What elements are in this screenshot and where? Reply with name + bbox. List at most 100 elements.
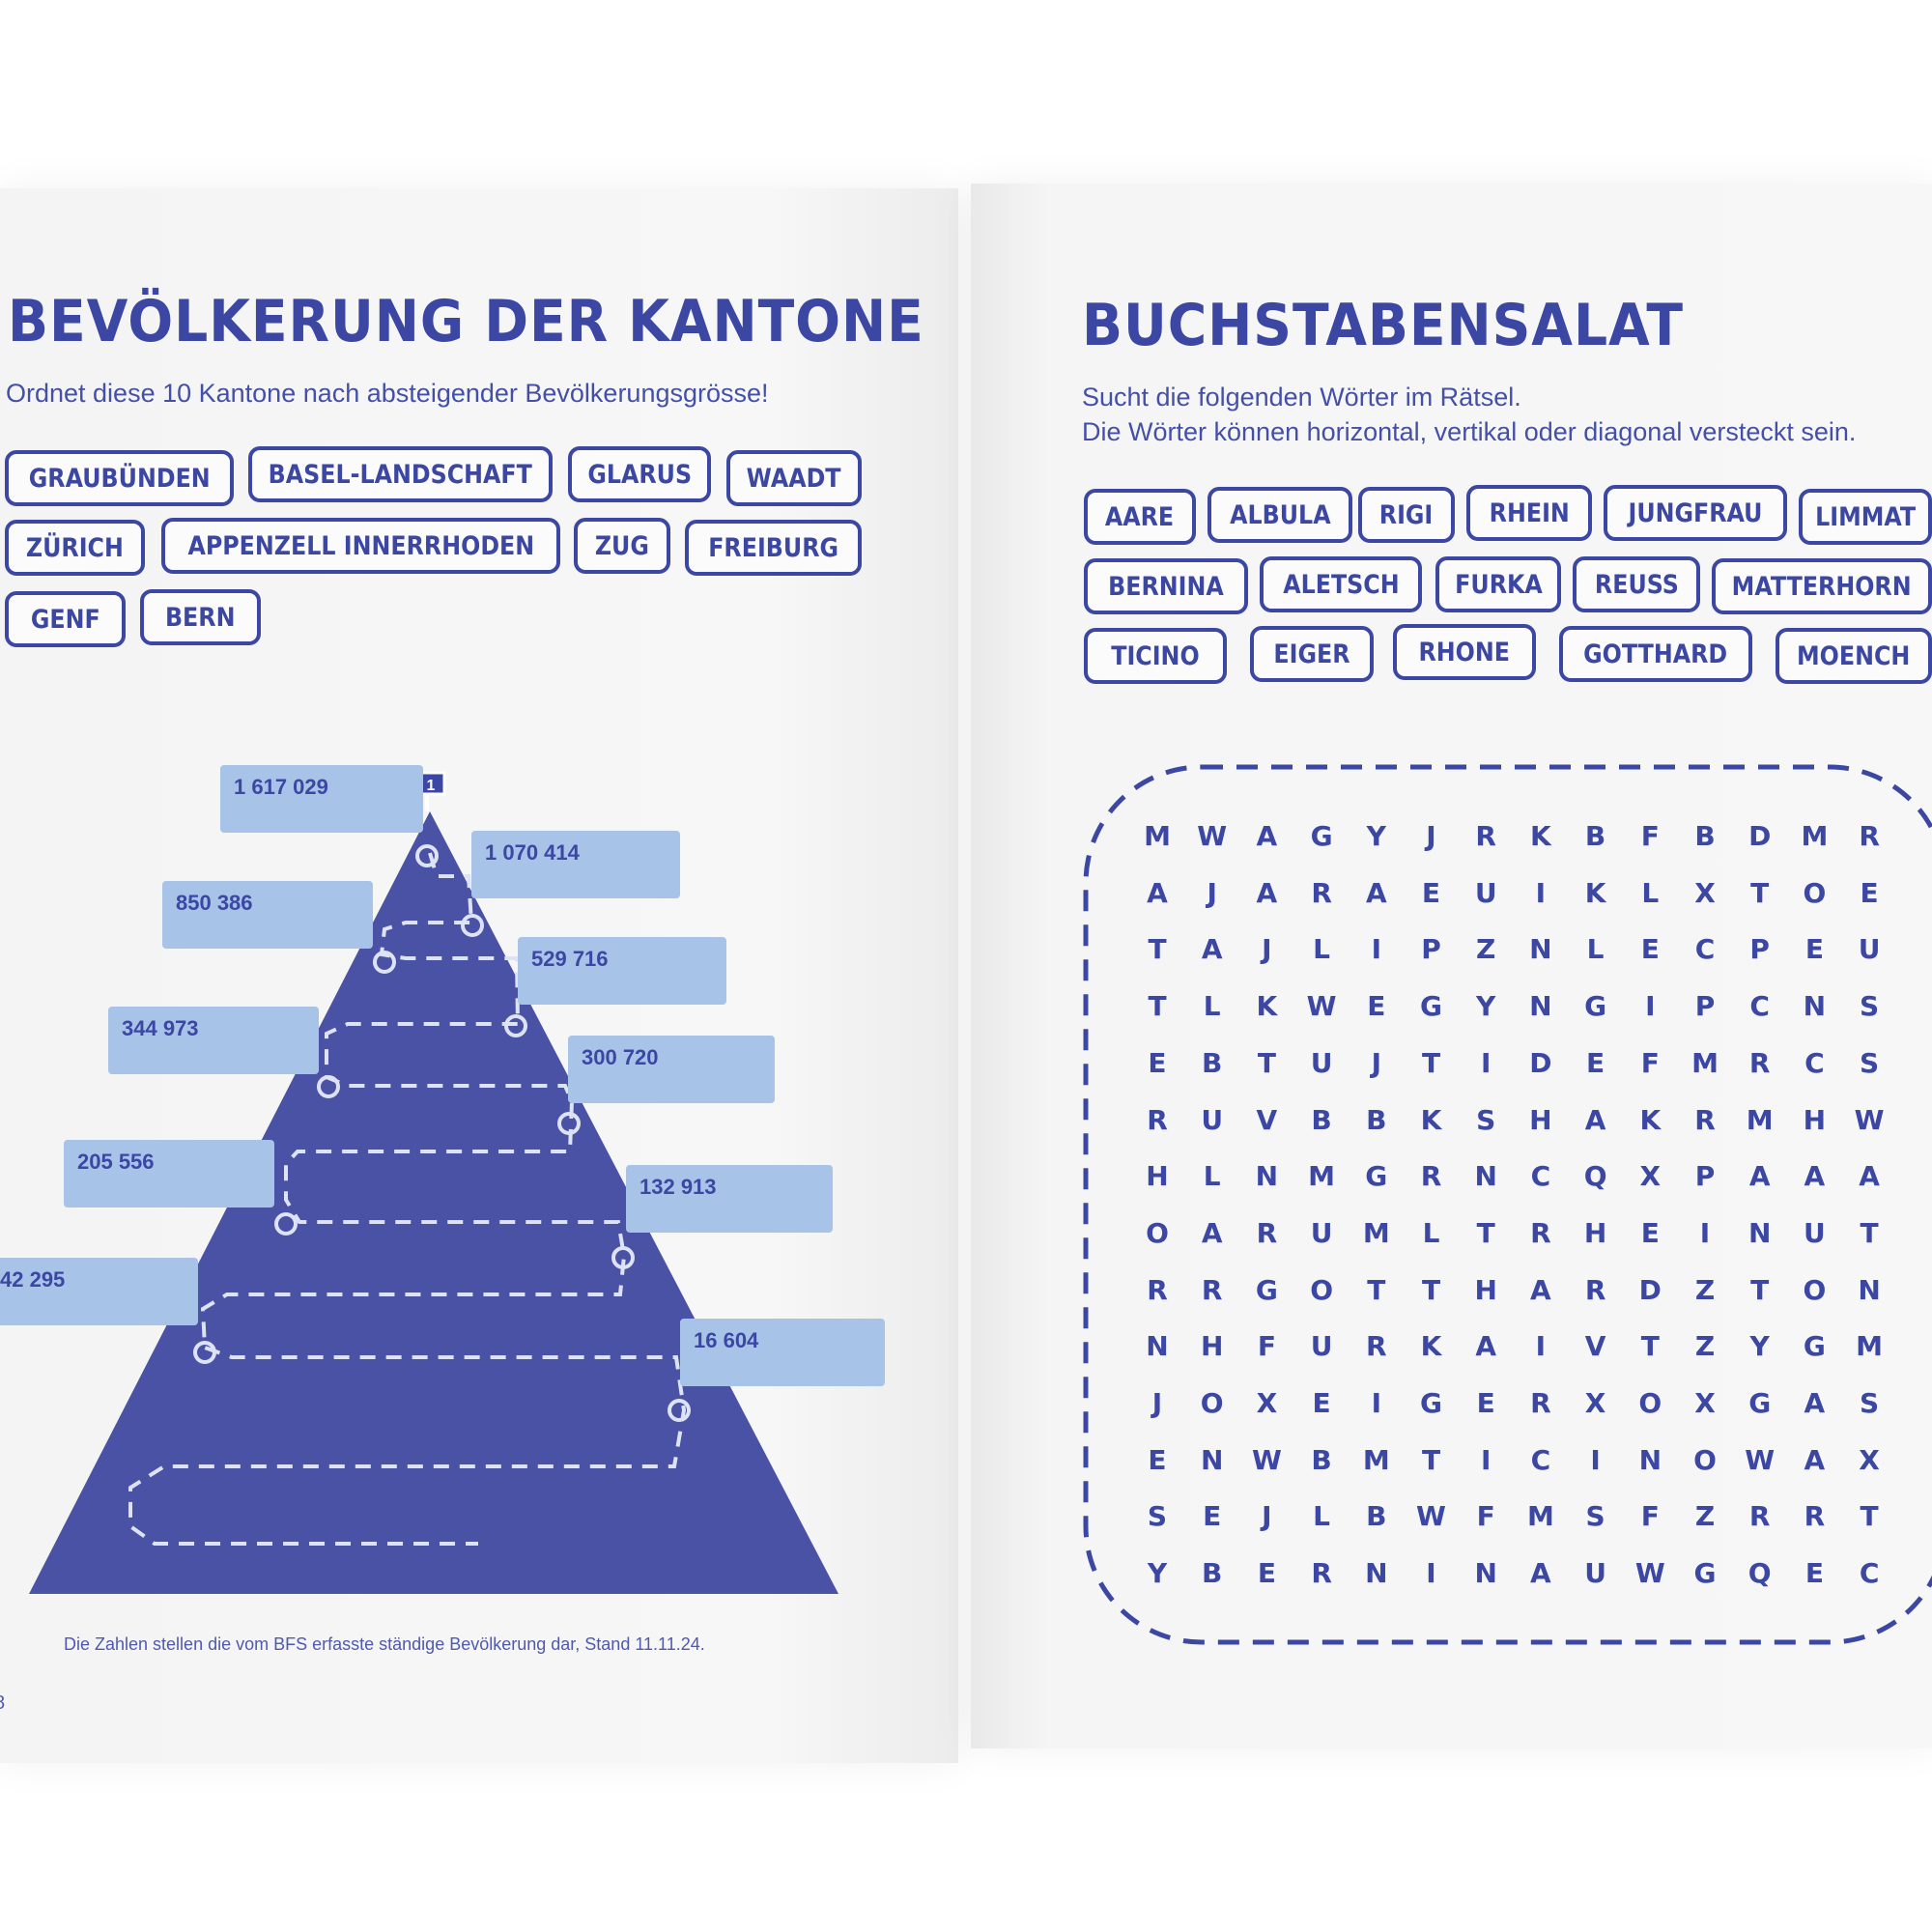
grid-letter[interactable]: R bbox=[1420, 1160, 1442, 1193]
grid-letter[interactable]: I bbox=[1590, 1443, 1601, 1476]
grid-letter[interactable]: A bbox=[1256, 820, 1278, 852]
grid-letter[interactable]: B bbox=[1366, 1500, 1387, 1533]
grid-letter[interactable]: L bbox=[1313, 1500, 1331, 1533]
word-chip[interactable]: RIGI bbox=[1358, 487, 1455, 543]
grid-letter[interactable]: G bbox=[1420, 990, 1442, 1023]
grid-letter[interactable]: R bbox=[1256, 1216, 1278, 1249]
grid-letter[interactable]: E bbox=[1312, 1387, 1331, 1419]
grid-letter[interactable]: F bbox=[1257, 1330, 1276, 1363]
grid-letter[interactable]: O bbox=[1803, 876, 1827, 909]
grid-letter[interactable]: S bbox=[1147, 1500, 1168, 1533]
grid-letter[interactable]: J bbox=[1426, 820, 1436, 852]
grid-letter[interactable]: D bbox=[1748, 820, 1772, 852]
grid-letter[interactable]: G bbox=[1420, 1387, 1442, 1419]
grid-letter[interactable]: W bbox=[1745, 1443, 1776, 1476]
grid-letter[interactable]: R bbox=[1748, 1500, 1771, 1533]
grid-letter[interactable]: R bbox=[1530, 1387, 1551, 1419]
grid-letter[interactable]: B bbox=[1311, 1443, 1332, 1476]
grid-letter[interactable]: X bbox=[1694, 1387, 1716, 1419]
grid-letter[interactable]: J bbox=[1371, 1046, 1381, 1079]
grid-letter[interactable]: W bbox=[1306, 990, 1337, 1023]
grid-letter[interactable]: R bbox=[1147, 1103, 1168, 1136]
word-chip[interactable]: TICINO bbox=[1084, 628, 1227, 684]
grid-letter[interactable]: A bbox=[1748, 1160, 1771, 1193]
grid-letter[interactable]: E bbox=[1148, 1046, 1167, 1079]
canton-chip[interactable]: ZÜRICH bbox=[5, 520, 145, 576]
grid-letter[interactable]: N bbox=[1255, 1160, 1279, 1193]
grid-letter[interactable]: N bbox=[1474, 1160, 1497, 1193]
grid-letter[interactable]: J bbox=[1262, 933, 1272, 966]
grid-letter[interactable]: T bbox=[1148, 933, 1167, 966]
grid-letter[interactable]: E bbox=[1257, 1557, 1276, 1590]
grid-letter[interactable]: H bbox=[1146, 1160, 1169, 1193]
canton-chip[interactable]: WAADT bbox=[726, 450, 862, 506]
grid-letter[interactable]: C bbox=[1859, 1557, 1880, 1590]
grid-letter[interactable]: R bbox=[1475, 820, 1496, 852]
grid-letter[interactable]: T bbox=[1750, 1273, 1770, 1306]
grid-letter[interactable]: H bbox=[1583, 1216, 1607, 1249]
grid-letter[interactable]: M bbox=[1362, 1216, 1390, 1249]
grid-letter[interactable]: B bbox=[1366, 1103, 1387, 1136]
grid-letter[interactable]: R bbox=[1147, 1273, 1168, 1306]
grid-letter[interactable]: G bbox=[1803, 1330, 1826, 1363]
grid-letter[interactable]: K bbox=[1584, 876, 1606, 909]
grid-letter[interactable]: M bbox=[1308, 1160, 1336, 1193]
grid-letter[interactable]: T bbox=[1476, 1216, 1495, 1249]
grid-letter[interactable]: J bbox=[1262, 1500, 1272, 1533]
grid-letter[interactable]: V bbox=[1584, 1330, 1606, 1363]
grid-letter[interactable]: U bbox=[1858, 933, 1881, 966]
grid-letter[interactable]: A bbox=[1256, 876, 1278, 909]
grid-letter[interactable]: A bbox=[1584, 1103, 1606, 1136]
grid-letter[interactable]: T bbox=[1860, 1216, 1879, 1249]
grid-letter[interactable]: O bbox=[1638, 1387, 1662, 1419]
grid-letter[interactable]: S bbox=[1585, 1500, 1605, 1533]
grid-letter[interactable]: R bbox=[1804, 1500, 1826, 1533]
grid-letter[interactable]: M bbox=[1526, 1500, 1554, 1533]
grid-letter[interactable]: L bbox=[1641, 876, 1660, 909]
grid-letter[interactable]: E bbox=[1367, 990, 1386, 1023]
grid-letter[interactable]: U bbox=[1310, 1216, 1333, 1249]
grid-letter[interactable]: T bbox=[1421, 1443, 1441, 1476]
grid-letter[interactable]: F bbox=[1640, 1046, 1660, 1079]
grid-letter[interactable]: N bbox=[1803, 990, 1827, 1023]
grid-letter[interactable]: E bbox=[1804, 1557, 1824, 1590]
grid-letter[interactable]: K bbox=[1420, 1330, 1442, 1363]
grid-letter[interactable]: X bbox=[1639, 1160, 1662, 1193]
grid-letter[interactable]: N bbox=[1474, 1557, 1497, 1590]
grid-letter[interactable]: F bbox=[1640, 820, 1660, 852]
grid-letter[interactable]: X bbox=[1256, 1387, 1278, 1419]
grid-letter[interactable]: T bbox=[1860, 1500, 1879, 1533]
grid-letter[interactable]: H bbox=[1200, 1330, 1224, 1363]
canton-chip[interactable]: BERN bbox=[140, 589, 261, 645]
grid-letter[interactable]: G bbox=[1748, 1387, 1772, 1419]
grid-letter[interactable]: Q bbox=[1747, 1557, 1772, 1590]
grid-letter[interactable]: J bbox=[1207, 876, 1217, 909]
grid-letter[interactable]: R bbox=[1530, 1216, 1551, 1249]
grid-letter[interactable]: L bbox=[1422, 1216, 1440, 1249]
grid-letter[interactable]: C bbox=[1530, 1160, 1551, 1193]
grid-letter[interactable]: I bbox=[1480, 1046, 1492, 1079]
grid-letter[interactable]: G bbox=[1584, 990, 1607, 1023]
grid-letter[interactable]: U bbox=[1804, 1216, 1826, 1249]
grid-letter[interactable]: Z bbox=[1476, 933, 1496, 966]
grid-letter[interactable]: M bbox=[1691, 1046, 1719, 1079]
grid-letter[interactable]: I bbox=[1371, 1387, 1381, 1419]
grid-letter[interactable]: R bbox=[1584, 1273, 1606, 1306]
grid-letter[interactable]: R bbox=[1311, 876, 1332, 909]
word-chip[interactable]: GOTTHARD bbox=[1559, 626, 1752, 682]
word-chip[interactable]: MATTERHORN bbox=[1712, 558, 1932, 614]
grid-letter[interactable]: E bbox=[1804, 933, 1824, 966]
grid-letter[interactable]: E bbox=[1640, 933, 1660, 966]
word-chip[interactable]: ALBULA bbox=[1208, 487, 1352, 543]
grid-letter[interactable]: P bbox=[1694, 1160, 1716, 1193]
grid-letter[interactable]: X bbox=[1694, 876, 1716, 909]
grid-letter[interactable]: N bbox=[1146, 1330, 1169, 1363]
grid-letter[interactable]: T bbox=[1421, 1273, 1441, 1306]
grid-letter[interactable]: I bbox=[1645, 990, 1656, 1023]
grid-letter[interactable]: O bbox=[1146, 1216, 1169, 1249]
word-chip[interactable]: AARE bbox=[1084, 489, 1196, 545]
word-chip[interactable]: ALETSCH bbox=[1260, 556, 1422, 612]
grid-letter[interactable]: F bbox=[1476, 1500, 1495, 1533]
grid-letter[interactable]: U bbox=[1310, 1046, 1333, 1079]
grid-letter[interactable]: M bbox=[1144, 820, 1171, 852]
